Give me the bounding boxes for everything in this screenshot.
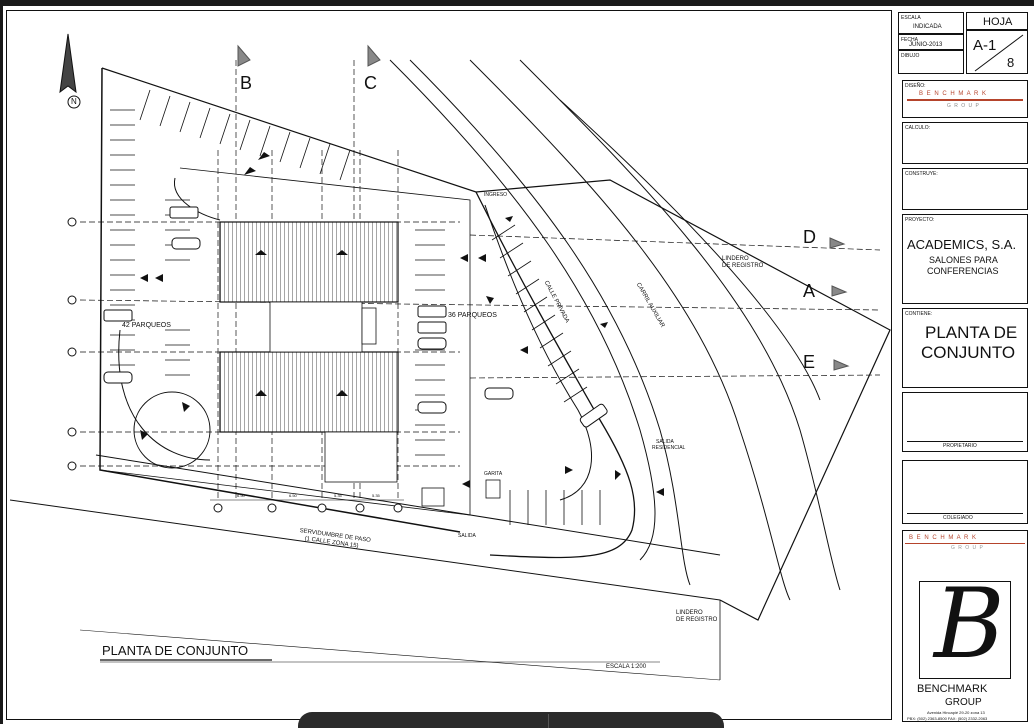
building-south [219, 351, 399, 433]
section-label-a: A [803, 281, 816, 301]
viewer-toolbar[interactable] [298, 712, 724, 728]
north-label: N [71, 97, 77, 106]
dimension: 5.35 [334, 493, 342, 498]
dimension: 6.50 [237, 493, 245, 498]
lindero-top-2: DE REGISTRO [722, 263, 764, 269]
roundabout [118, 329, 211, 461]
car [171, 237, 201, 250]
stair [361, 307, 377, 345]
section-label-e: E [803, 352, 816, 372]
accent-rule [907, 99, 1023, 101]
salida-residencial-1: SALIDA [656, 439, 674, 445]
car [417, 401, 447, 414]
sheet-number: A-1 [973, 37, 997, 54]
north-arrow-icon [59, 33, 81, 109]
drawing-scale: ESCALA 1:200 [606, 664, 647, 670]
building-north [219, 221, 399, 303]
company-address: Avenida Hincapié 29-20 zona 13 [927, 710, 985, 715]
site-plan-drawing[interactable] [0, 0, 895, 724]
calle-privada-edge [389, 59, 656, 561]
parking-island-east [475, 191, 636, 559]
benchmark-wordmark: B E N C H M A R K [919, 91, 988, 97]
car [103, 371, 133, 384]
lindero-bottom-1: LINDERO [676, 610, 703, 616]
section-label-b: B [240, 73, 253, 93]
garita-label: GARITA [484, 471, 503, 477]
car [417, 305, 447, 318]
servidumbre-line-2 [9, 499, 721, 601]
hoja-box: HOJA [966, 12, 1028, 30]
sheet-divider-line [974, 34, 1024, 72]
car [579, 403, 608, 428]
dimension: 5.35 [372, 493, 380, 498]
car [417, 337, 447, 350]
sheet-number-box: A-1 8 [966, 30, 1028, 74]
salida-residencial-2: RESIDENCIAL [652, 445, 686, 451]
car [484, 387, 514, 400]
dimension: 6.50 [289, 493, 297, 498]
sheet-total: 8 [1007, 55, 1015, 70]
logo-letter: B [934, 568, 1005, 680]
top-toolbar-strip [0, 0, 1034, 6]
left-edge-strip [0, 6, 3, 724]
proyecto-box: PROYECTO: ACADEMICS, S.A. SALONES PARA C… [902, 214, 1028, 304]
lindero-bottom-2: DE REGISTRO [676, 617, 718, 623]
propietario-box: PROPIETARIO [902, 392, 1028, 452]
servidumbre-line [95, 454, 721, 556]
car [169, 206, 199, 219]
escala-box: ESCALA INDICADA [898, 12, 964, 34]
contiene-box: CONTIENE: PLANTA DE CONJUNTO [902, 308, 1028, 388]
company-name: BENCHMARK [917, 683, 988, 695]
company-phone: PBX: (502) 2363-8500 FAX: (502) 2332-206… [907, 716, 988, 721]
company-box: B E N C H M A R K G R O U P B BENCHMARK … [902, 530, 1028, 722]
garita-booth [485, 479, 501, 499]
section-label-d: D [803, 227, 816, 247]
company-logo: B [919, 576, 1011, 679]
car [103, 309, 133, 322]
title-block: ESCALA INDICADA FECHA JUNIO-2013 DIBUJO … [898, 10, 1030, 722]
section-markers [237, 44, 850, 371]
roundabout-circle [133, 391, 211, 469]
dibujo-box: DIBUJO [898, 50, 964, 74]
fecha-value: JUNIO-2013 [909, 42, 943, 48]
salida-label: SALIDA [458, 533, 476, 539]
site-boundary [101, 67, 891, 621]
drawing-title: PLANTA DE CONJUNTO [102, 643, 249, 658]
colegiado-box: COLEGIADO [902, 460, 1028, 524]
fecha-box: FECHA JUNIO-2013 [898, 34, 964, 50]
escala-value: INDICADA [913, 24, 942, 30]
project-name: ACADEMICS, S.A. [907, 237, 1017, 252]
ingreso-label: INGRESO [484, 192, 508, 198]
road-outer-edge [469, 59, 791, 601]
parking-count-left: 42 PARQUEOS [122, 322, 171, 329]
calculo-box: CALCULO: [902, 122, 1028, 164]
connector-hall [269, 301, 363, 353]
carril-edge [409, 59, 691, 586]
construye-box: CONSTRUYE: [902, 168, 1028, 210]
section-label-c: C [364, 73, 377, 93]
diseno-box: DISEÑO: B E N C H M A R K G R O U P [902, 80, 1028, 118]
car [417, 321, 447, 334]
lindero-top-1: LINDERO [722, 256, 749, 262]
parking-count-right: 36 PARQUEOS [448, 312, 497, 319]
